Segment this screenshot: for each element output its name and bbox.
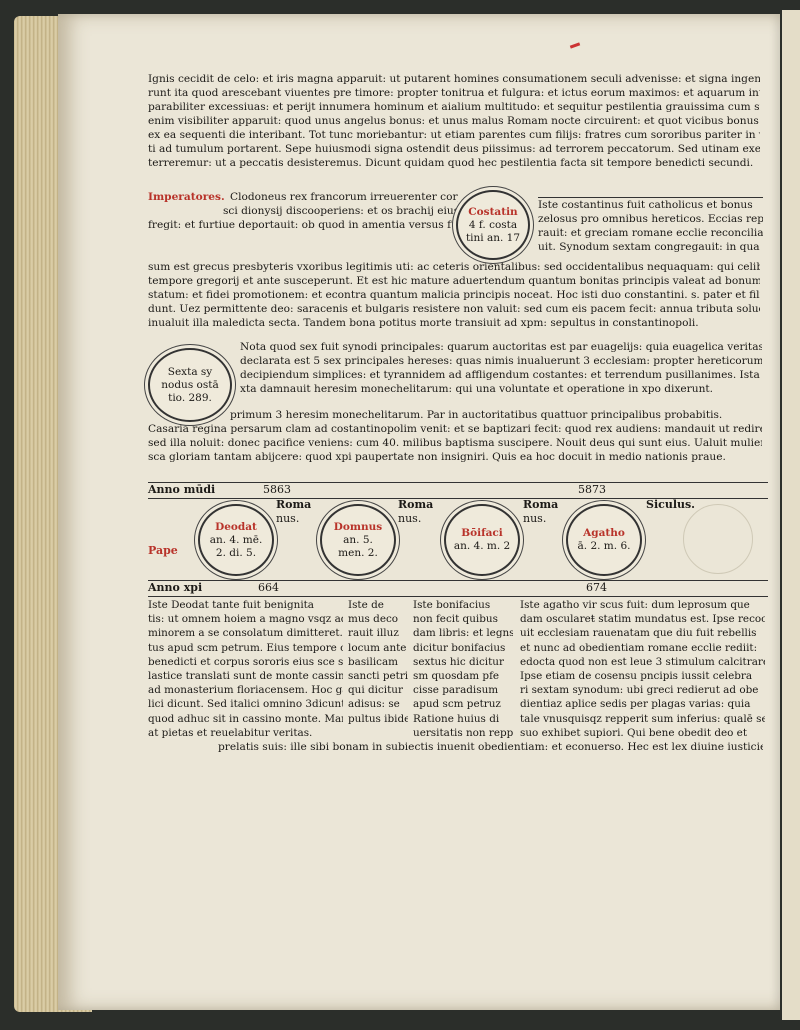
text-line: statum: et fidei promotionem: et econtra… [148,289,760,301]
text-line: tempore gregorij et ante susceperunt. Et… [148,275,760,287]
text-line: sci dionysij discooperiens: et os brachi… [223,205,458,217]
text-line: enim visibiliter apparuit: quod unus ang… [148,115,760,127]
show-through-circle [683,504,753,574]
origin-label: Roma [398,498,434,511]
text-line: Casaria regina persarum clam ad costanti… [148,423,762,435]
origin-label: nus. [276,512,300,525]
text-line: ti ad tumulum portarent. Sepe huiusmodi … [148,143,760,155]
anno-xpi-value: 674 [586,581,607,594]
anno-mundi-label: Anno mūdi [148,483,216,496]
text-line: sca gloriam tantam abijcere: quod xpi pa… [148,451,726,463]
pape-label: Pape [148,544,178,557]
table-top-rule [148,482,768,483]
text-line: sum est grecus presbyteris vxoribus legi… [148,261,760,273]
origin-label: nus. [398,512,422,525]
anno-xpi-value: 664 [258,581,279,594]
table-rule [148,498,768,499]
imperatores-heading: Imperatores. [148,191,225,203]
text-line: Clodoneus rex francorum irreuerenter cor… [230,191,458,203]
origin-label: Roma [276,498,312,511]
origin-label: nus. [523,512,547,525]
text-line: terreremur: ut a peccatis desisteremus. … [148,157,754,169]
table-rule [148,596,768,597]
red-ink-mark [569,42,581,49]
origin-label: Roma [523,498,559,511]
section-rule [538,197,763,198]
synod-circle: Sexta sy nodus ostā tio. 289. [148,348,232,422]
text-line: rauit: et greciam romane ecclie reconcil… [538,227,763,239]
text-line: primum 3 heresim monechelitarum. Par in … [230,409,723,421]
text-line: decipiendum simplices: et tyrannidem ad … [240,369,762,381]
text-line: inualuit illa maledicta secta. Tandem bo… [148,317,699,329]
text-line: declarata est 5 sex principales hereses:… [240,355,762,367]
emperor-circle-costantinus: Costatin 4 f. costa tini an. 17 [456,190,530,260]
book-page: Ignis cecidit de celo: et iris magna app… [58,14,780,1010]
text-line: Nota quod sex fuit synodi principales: q… [240,341,762,353]
column-agatho: Iste agatho vir scus fuit: dum leprosum … [520,599,765,739]
closing-line: prelatis suis: ille sibi bonam in subiec… [218,741,763,753]
table-rule [148,580,768,581]
text-line: fregit: et furtiue deportauit: ob quod i… [148,219,458,231]
anno-mundi-value: 5873 [578,483,606,496]
text-line: xta damnauit heresim monechelitarum: qui… [240,383,714,395]
anno-xpi-label: Anno xpi [148,581,203,594]
text-line: dunt. Uez permittente deo: saracenis et … [148,303,760,315]
text-line: runt ita quod arescebant viuentes pre ti… [148,87,760,99]
text-line: Ignis cecidit de celo: et iris magna app… [148,73,760,85]
text-line: zelosus pro omnibus hereticos. Eccias re… [538,213,763,225]
text-line: ex ea sequenti die interibant. Tot tunc … [148,129,760,141]
origin-label: Siculus. [646,498,696,511]
adjacent-page-edge [782,10,800,1020]
anno-mundi-value: 5863 [263,483,291,496]
text-line: Iste costantinus fuit catholicus et bonu… [538,199,753,211]
text-line: parabiliter excessiuas: et perijt innume… [148,101,760,113]
text-line: uit. Synodum sextam congregauit: in qua … [538,241,763,253]
text-line: sed illa noluit: donec pacifice veniens:… [148,437,762,449]
